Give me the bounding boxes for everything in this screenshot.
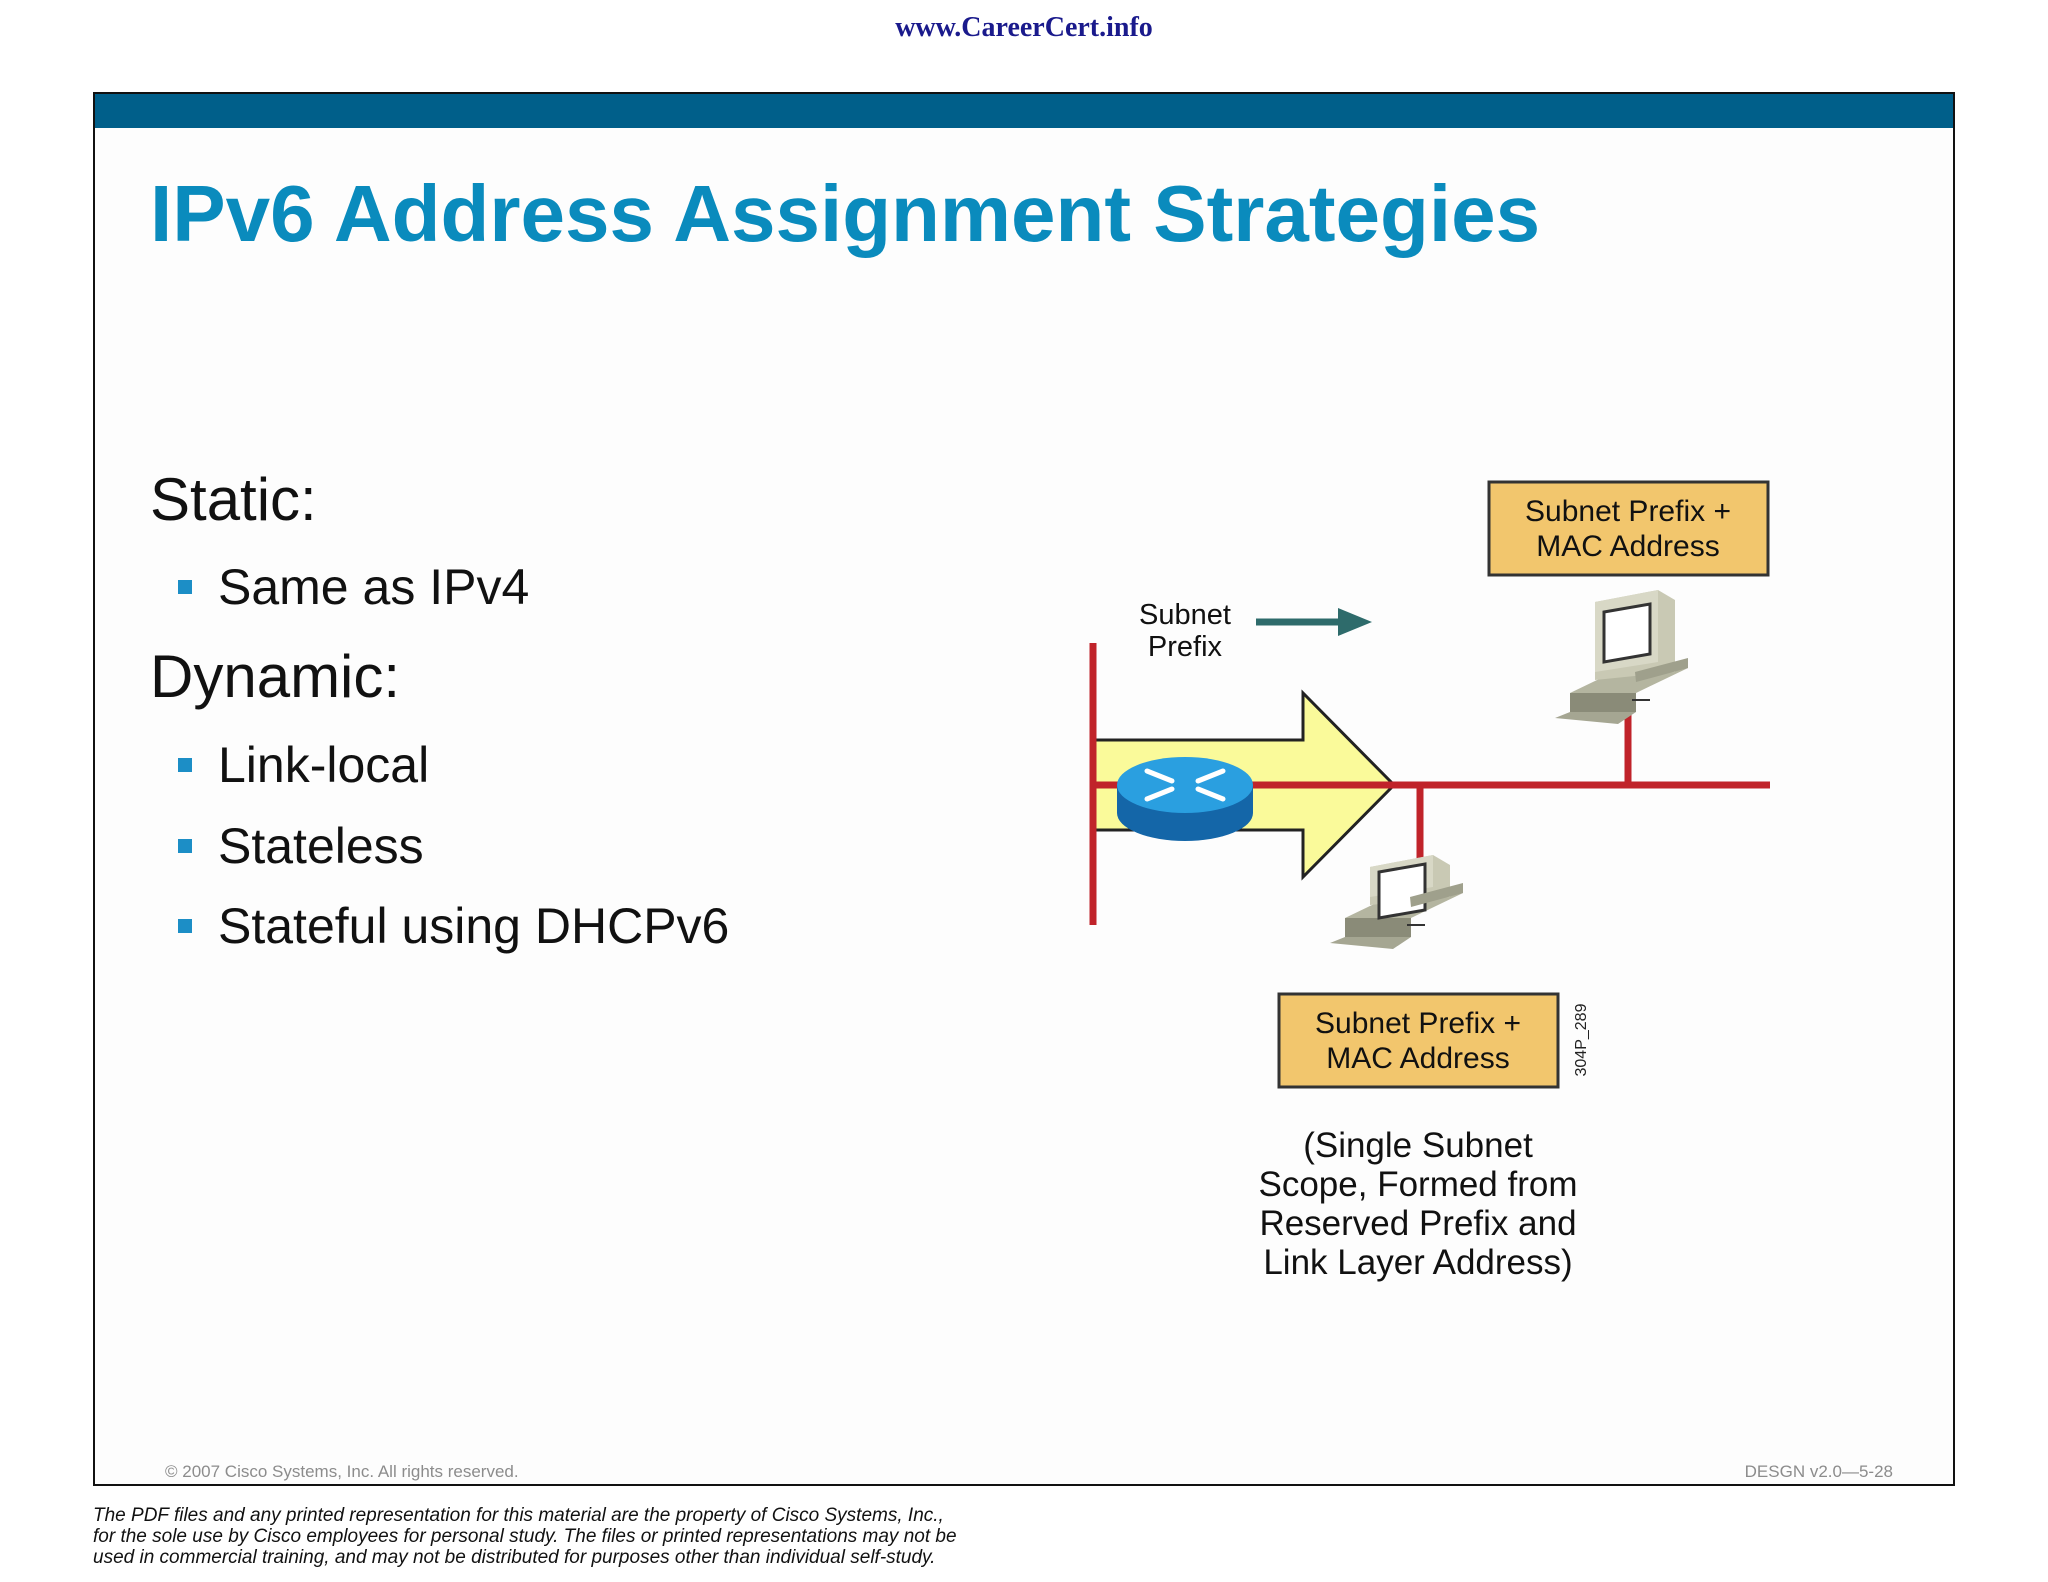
caption-line: Reserved Prefix and <box>1259 1204 1576 1243</box>
diagram-caption: (Single Subnet Scope, Formed from Reserv… <box>1259 1126 1578 1282</box>
disclaimer-line: for the sole use by Cisco employees for … <box>93 1526 957 1547</box>
bullet-square-icon <box>178 758 192 772</box>
site-url: www.CareerCert.info <box>895 12 1153 43</box>
address-box-bottom: Subnet Prefix + MAC Address <box>1277 992 1560 1089</box>
address-box-label: Subnet Prefix + <box>1525 495 1731 528</box>
bullet-square-icon <box>178 839 192 853</box>
bullet-text: Same as IPv4 <box>218 559 530 615</box>
slide-title: IPv6 Address Assignment Strategies <box>150 169 1541 258</box>
caption-line: Link Layer Address) <box>1263 1243 1572 1282</box>
section-label-dynamic: Dynamic: <box>150 643 401 710</box>
subnet-prefix-label-line1: Subnet <box>1139 599 1231 631</box>
router-icon <box>1117 757 1253 841</box>
computer-icon <box>1330 855 1463 949</box>
bullet-square-icon <box>178 580 192 594</box>
figure-id: 304P_289 <box>1573 1003 1590 1076</box>
address-box-label: MAC Address <box>1326 1042 1509 1075</box>
slide-header-bar <box>95 94 1953 128</box>
disclaimer-line: used in commercial training, and may not… <box>93 1547 936 1568</box>
address-box-top: Subnet Prefix + MAC Address <box>1487 480 1770 577</box>
bullet-text: Stateful using DHCPv6 <box>218 898 730 954</box>
slide-number: DESGN v2.0—5-28 <box>1744 1462 1893 1481</box>
disclaimer: The PDF files and any printed representa… <box>93 1505 957 1568</box>
address-box-label: Subnet Prefix + <box>1315 1007 1521 1040</box>
bullet-square-icon <box>178 919 192 933</box>
copyright-notice: © 2007 Cisco Systems, Inc. All rights re… <box>165 1462 519 1481</box>
caption-line: Scope, Formed from <box>1259 1165 1578 1204</box>
subnet-prefix-label-line2: Prefix <box>1148 631 1223 663</box>
disclaimer-line: The PDF files and any printed representa… <box>93 1505 944 1526</box>
section-label-static: Static: <box>150 466 317 533</box>
slide-frame <box>93 92 1955 1486</box>
caption-line: (Single Subnet <box>1303 1126 1533 1165</box>
prefix-arrow-icon <box>1256 608 1372 636</box>
computer-icon <box>1555 590 1688 724</box>
bullet-text: Stateless <box>218 818 424 874</box>
address-box-label: MAC Address <box>1536 530 1719 563</box>
bullet-text: Link-local <box>218 737 430 793</box>
